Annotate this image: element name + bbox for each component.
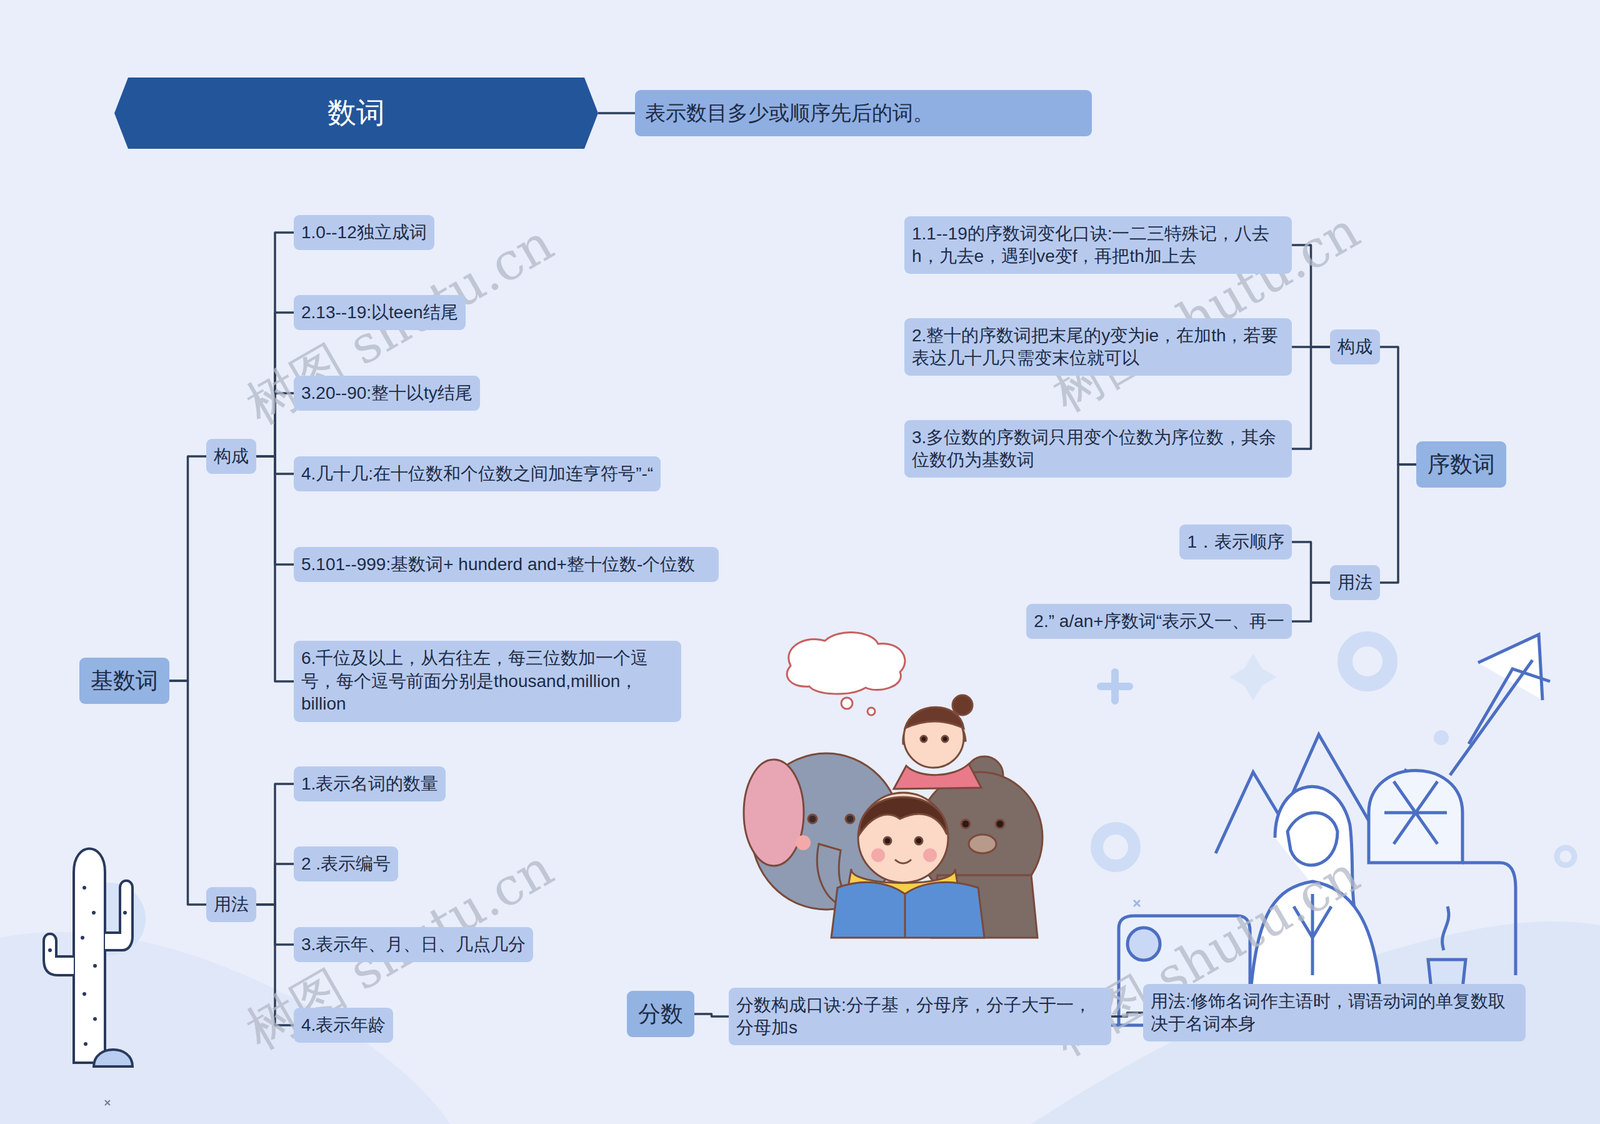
topic-box: 用法:修饰名词作主语时，谓语动词的单复数取决于名词本身 xyxy=(1143,983,1526,1042)
topic-box: 用法 xyxy=(206,886,257,922)
cross-decoration xyxy=(105,1100,110,1105)
topic-box: 2 .表示编号 xyxy=(293,846,399,882)
node-text: 1.表示名词的数量 xyxy=(301,772,439,795)
topic-box: 基数词 xyxy=(79,657,170,705)
banner-fill xyxy=(114,77,599,149)
topic-box: 1．表示顺序 xyxy=(1179,524,1292,560)
node-text: 构成 xyxy=(213,445,249,468)
node-text: 1．表示顺序 xyxy=(1186,530,1285,554)
connector xyxy=(598,111,635,115)
ring-decoration xyxy=(1096,828,1135,866)
topic-box: 序数词 xyxy=(1416,441,1507,489)
topic-box: 2.整十的序数词把末尾的y变为ie，在加th，若要表达几十几只需变末位就可以 xyxy=(904,318,1292,377)
node-text: 构成 xyxy=(1337,335,1373,359)
node-text: 用法:修饰名词作主语时，谓语动词的单复数取决于名词本身 xyxy=(1150,990,1519,1036)
node-text: 3.20--90:整十以ty结尾 xyxy=(301,381,473,405)
node-text: 5.101--999:基数词+ hunderd and+整十位数-个位数 xyxy=(301,553,712,576)
node-text: 3.表示年、月、日、几点几分 xyxy=(301,933,526,956)
connector xyxy=(169,680,207,905)
node-text: 分数 xyxy=(638,999,684,1029)
ring-decoration xyxy=(1345,638,1390,684)
cactus xyxy=(43,848,146,1067)
node-text: 2.整十的序数词把末尾的y变为ie，在加th，若要表达几十几只需变末位就可以 xyxy=(911,324,1285,370)
node-text: 序数词 xyxy=(1427,450,1495,480)
node-text: 分数构成口诀:分子基，分母序，分子大于一，分母加s xyxy=(736,993,1104,1040)
topic-box: 分数 xyxy=(626,990,695,1038)
topic-box: 1.表示名词的数量 xyxy=(293,766,446,802)
node-text: 基数词 xyxy=(90,666,159,696)
connector xyxy=(1291,582,1330,622)
node-text: 2 .表示编号 xyxy=(301,852,391,875)
topic-box: 3.表示年、月、日、几点几分 xyxy=(293,926,534,962)
node-text: 用法 xyxy=(213,893,249,916)
connector xyxy=(1380,464,1417,583)
node-text: 6.千位及以上，从右往左，每三位数加一个逗号，每个逗号前面分别是thousand… xyxy=(301,646,674,715)
dot-decoration xyxy=(1433,730,1449,745)
connector xyxy=(694,1013,729,1017)
node-text: 4.几十几:在十位数和个位数之间加连亨符号”-“ xyxy=(301,462,654,485)
topic-box: 2.” a/an+序数词“表示又一、再一 xyxy=(1026,603,1292,639)
node-text: 数词 xyxy=(327,94,385,132)
topic-box: 2.13--19:以teen结尾 xyxy=(293,295,466,330)
topic-box: 构成 xyxy=(206,438,257,474)
kids-reading-illustration xyxy=(743,632,1043,938)
connector xyxy=(1291,541,1330,583)
title-banner: 数词 xyxy=(114,77,599,149)
topic-box: 构成 xyxy=(1330,329,1380,365)
connector xyxy=(1380,346,1417,465)
connector xyxy=(169,456,207,681)
connector xyxy=(256,783,294,905)
node-text: 2.13--19:以teen结尾 xyxy=(301,301,459,324)
star-decoration xyxy=(1229,653,1277,701)
topic-box: 1.0--12独立成词 xyxy=(293,215,435,250)
node-text: 4.表示年龄 xyxy=(301,1013,386,1037)
thought-bubble xyxy=(786,632,905,715)
node-text: 1.0--12独立成词 xyxy=(301,221,427,244)
topic-box: 分数构成口诀:分子基，分母序，分子大于一，分母加s xyxy=(728,987,1112,1046)
connector xyxy=(256,863,294,905)
topic-box: 3.多位数的序数词只用变个位数为序位数，其余位数仍为基数词 xyxy=(904,420,1292,479)
topic-box: 4.表示年龄 xyxy=(293,1007,394,1043)
node-text: 用法 xyxy=(1337,571,1373,594)
topic-box: 3.20--90:整十以ty结尾 xyxy=(293,375,480,411)
node-text: 2.” a/an+序数词“表示又一、再一 xyxy=(1033,610,1285,633)
node-text: 3.多位数的序数词只用变个位数为序位数，其余位数仍为基数词 xyxy=(911,426,1285,472)
topic-box: 5.101--999:基数词+ hunderd and+整十位数-个位数 xyxy=(293,546,719,582)
topic-box: 用法 xyxy=(1330,565,1380,600)
cross-decoration xyxy=(1133,900,1140,907)
connector xyxy=(256,456,294,682)
ring-decoration xyxy=(1556,847,1575,865)
node-text: 1.1--19的序数词变化口诀:一二三特殊记，八去h，九去e，遇到ve变f，再把… xyxy=(911,222,1285,269)
node-text: 表示数目多少或顺序先后的词。 xyxy=(645,100,1082,127)
topic-box: 4.几十几:在十位数和个位数之间加连亨符号”-“ xyxy=(293,456,661,492)
topic-box: 1.1--19的序数词变化口诀:一二三特殊记，八去h，九去e，遇到ve变f，再把… xyxy=(904,216,1292,275)
topic-box: 表示数目多少或顺序先后的词。 xyxy=(635,90,1092,137)
plus-decoration xyxy=(1100,671,1130,701)
connector xyxy=(1291,346,1330,449)
topic-box: 6.千位及以上，从右往左，每三位数加一个逗号，每个逗号前面分别是thousand… xyxy=(293,640,682,722)
